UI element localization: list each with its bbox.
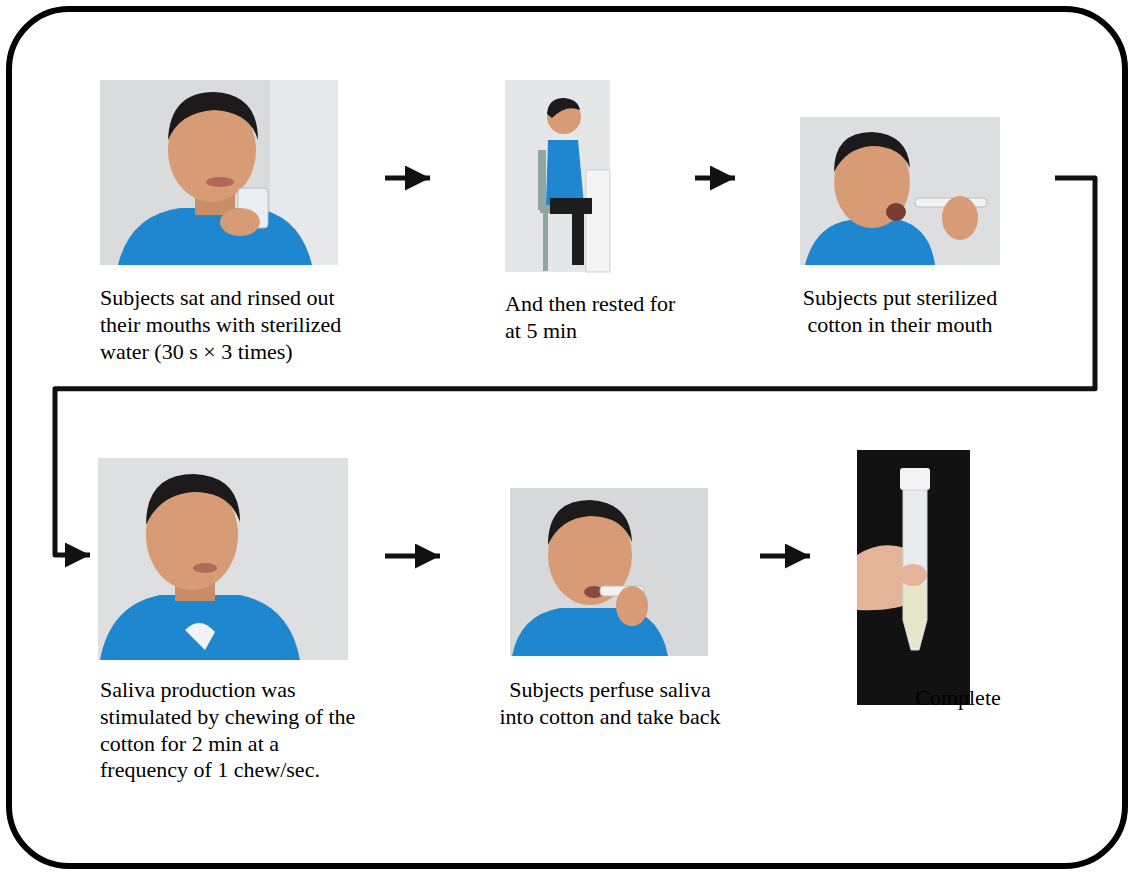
step-box: Subjects sat and rinsed out their mouths… bbox=[95, 75, 385, 371]
photo-resting-part bbox=[546, 140, 584, 205]
photo-rinsing-part bbox=[100, 80, 338, 265]
photo-resting bbox=[505, 80, 610, 272]
photo-put-cotton-part bbox=[886, 203, 906, 221]
step-box: And then rested for at 5 min bbox=[430, 75, 695, 351]
photo-resting-part bbox=[550, 198, 592, 214]
photo-resting-part bbox=[572, 210, 584, 265]
photo-resting-part bbox=[538, 150, 546, 210]
flow-arrow bbox=[385, 176, 430, 181]
flow-arrow bbox=[55, 178, 1095, 555]
photo-put-cotton-part bbox=[834, 132, 910, 172]
photo-tube-part bbox=[900, 468, 930, 490]
step-caption: Subjects perfuse saliva into cotton and … bbox=[495, 677, 725, 731]
step-box: Subjects perfuse saliva into cotton and … bbox=[440, 453, 760, 737]
photo-put-cotton-part bbox=[942, 196, 978, 240]
photo-chewing-part bbox=[98, 458, 348, 660]
step-caption: Complete bbox=[888, 685, 1028, 712]
outer-frame bbox=[9, 9, 1125, 866]
photo-take-back bbox=[510, 488, 708, 656]
photo-tube-part bbox=[899, 564, 927, 586]
step-caption: And then rested for at 5 min bbox=[505, 291, 685, 345]
photo-take-back-part bbox=[616, 586, 648, 626]
photo-resting-part bbox=[505, 80, 610, 272]
flow-arrow bbox=[385, 554, 440, 559]
photo-chewing bbox=[98, 458, 348, 660]
photo-tube bbox=[857, 450, 970, 705]
photo-tube-part bbox=[904, 585, 926, 648]
flow-arrow bbox=[695, 176, 735, 181]
photo-tube-part bbox=[857, 450, 970, 705]
photo-resting-part bbox=[543, 213, 548, 271]
photo-take-back-part bbox=[510, 488, 708, 656]
photo-rinsing-part bbox=[168, 92, 258, 140]
photo-take-back-part bbox=[548, 500, 632, 545]
photo-put-cotton bbox=[800, 117, 1000, 265]
step-box: Subjects put sterilized cotton in their … bbox=[735, 75, 1055, 345]
photo-put-cotton-part bbox=[800, 117, 1000, 265]
photo-chewing-part bbox=[146, 474, 240, 525]
photo-chewing-part bbox=[193, 563, 217, 573]
photo-rinsing-part bbox=[220, 208, 260, 236]
photo-resting-part bbox=[547, 98, 580, 118]
step-caption: Saliva production was stimulated by chew… bbox=[100, 677, 362, 784]
photo-rinsing-part bbox=[118, 208, 312, 265]
step-caption: Subjects put sterilized cotton in their … bbox=[790, 285, 1010, 339]
flow-arrow bbox=[760, 554, 810, 559]
step-caption: Subjects sat and rinsed out their mouths… bbox=[100, 285, 355, 365]
photo-rinsing bbox=[100, 80, 338, 265]
step-box: Saliva production was stimulated by chew… bbox=[90, 453, 385, 790]
photo-rinsing-part bbox=[206, 177, 234, 187]
photo-chewing-part bbox=[185, 623, 215, 650]
step-box: Complete bbox=[810, 445, 1040, 718]
photo-resting-part bbox=[586, 170, 610, 272]
photo-chewing-part bbox=[100, 595, 300, 660]
